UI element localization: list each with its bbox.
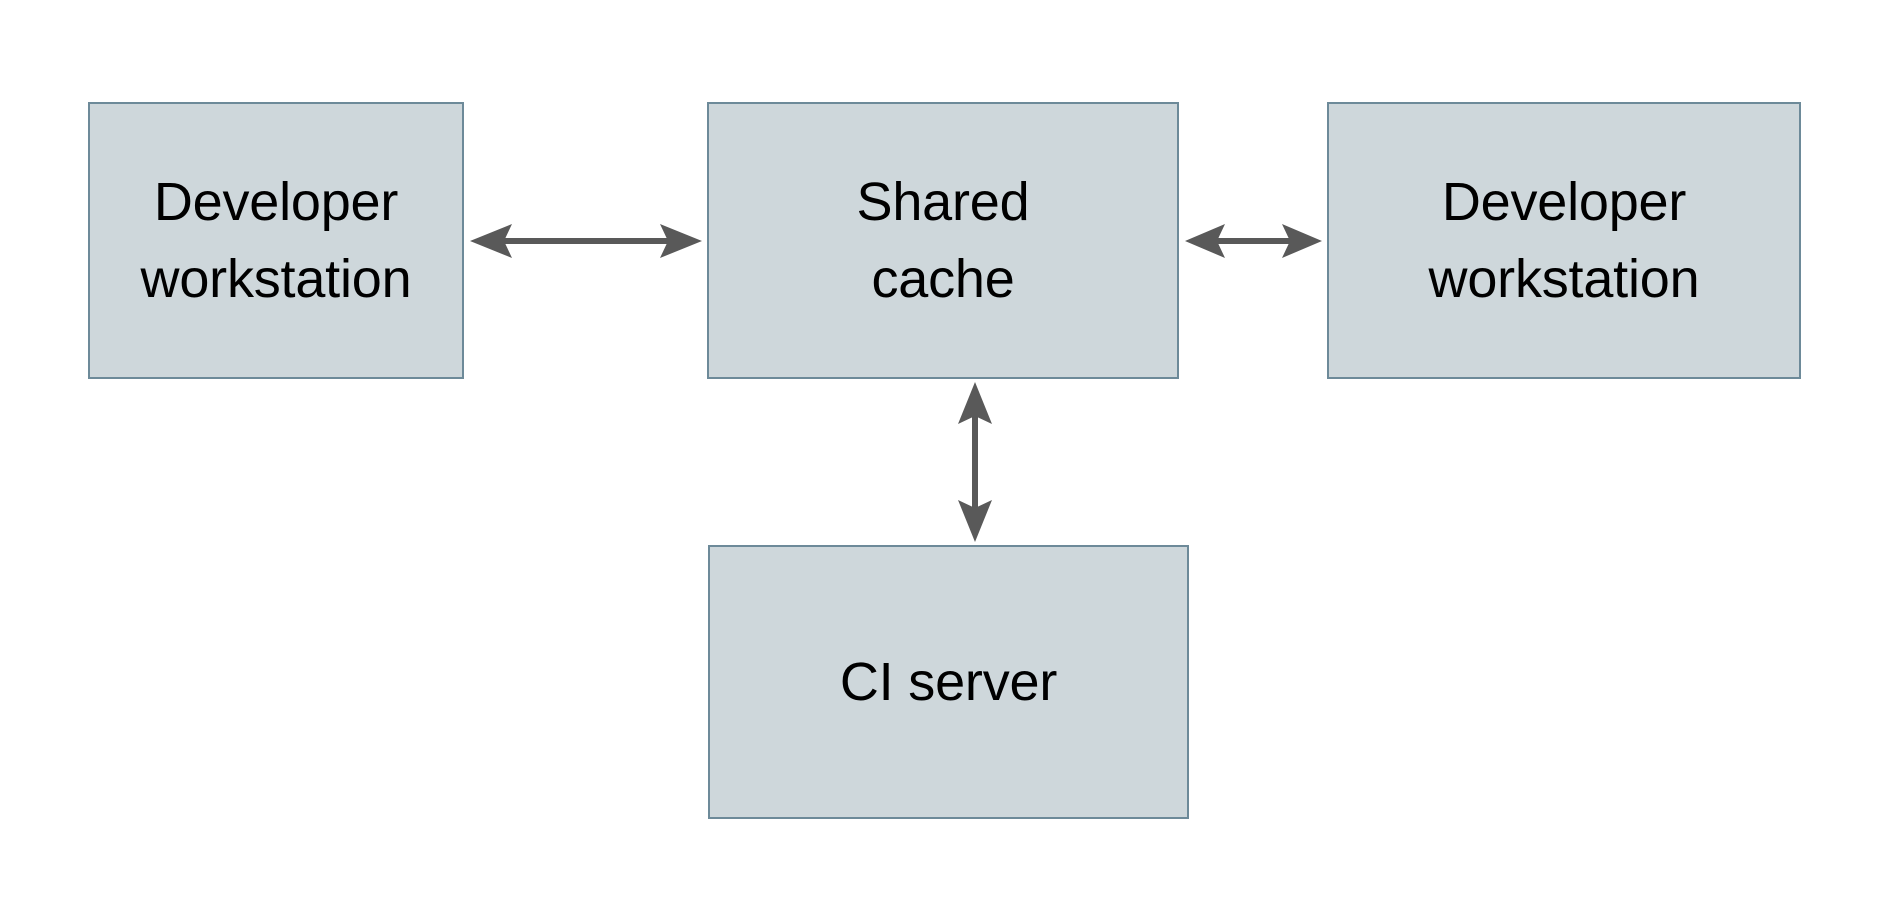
node-label: CI server — [839, 651, 1058, 712]
node-label: Developer workstation — [1428, 171, 1700, 309]
arrowhead-up-icon — [958, 382, 992, 424]
arrowhead-right-icon — [1282, 224, 1322, 258]
node-developer-workstation-right[interactable]: Developer workstation — [1327, 102, 1801, 379]
node-developer-workstation-left[interactable]: Developer workstation — [88, 102, 464, 379]
arrowhead-left-icon — [470, 224, 512, 258]
node-ci-server[interactable]: CI server — [708, 545, 1189, 819]
edge-shared-cache-to-ci-server[interactable] — [939, 378, 1011, 546]
edge-shared-cache-to-developer-right[interactable] — [1179, 205, 1328, 277]
node-label: Developer workstation — [140, 171, 412, 309]
arrowhead-down-icon — [958, 500, 992, 542]
arrowhead-right-icon — [660, 224, 702, 258]
edge-developer-left-to-shared-cache[interactable] — [464, 205, 708, 277]
node-label: Shared cache — [856, 171, 1030, 309]
node-shared-cache[interactable]: Shared cache — [707, 102, 1179, 379]
arrowhead-left-icon — [1185, 224, 1225, 258]
